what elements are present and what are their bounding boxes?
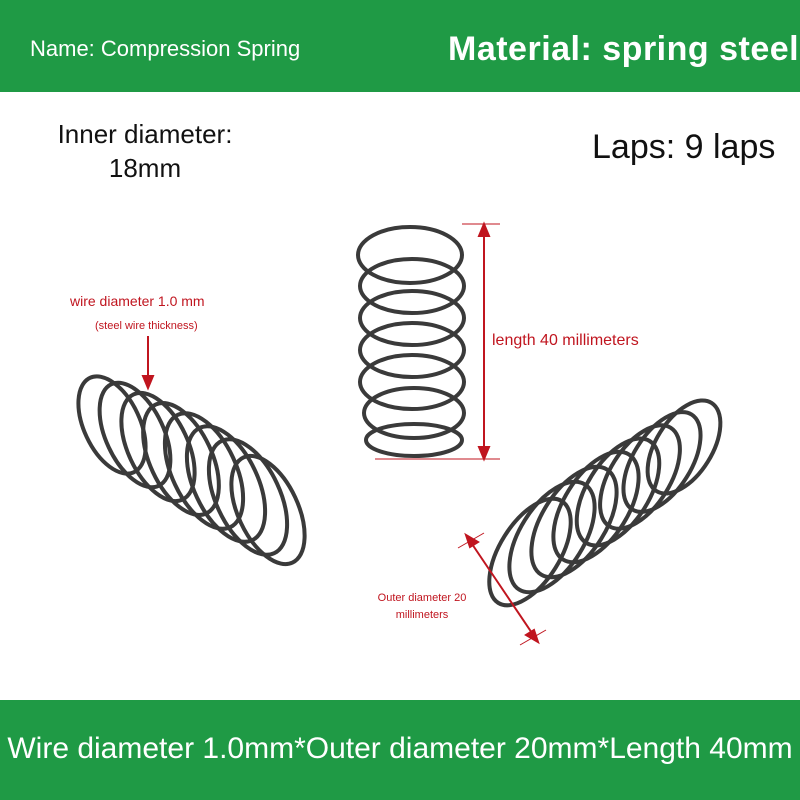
spring-left <box>76 374 307 567</box>
inner-diameter-label: Inner diameter: 18mm <box>57 119 233 183</box>
outer-diameter-arrow <box>457 532 547 646</box>
length-annotation: length 40 millimeters <box>492 332 639 349</box>
wire-diameter-annotation: wire diameter 1.0 mm <box>70 293 205 309</box>
laps-label: Laps: 9 laps <box>592 128 776 166</box>
footer-summary: Wire diameter 1.0mm*Outer diameter 20mm*… <box>7 732 793 765</box>
wire-thickness-note: (steel wire thickness) <box>95 320 198 332</box>
product-name-label: Name: Compression Spring <box>30 36 301 61</box>
wire-diameter-pointer <box>141 336 155 391</box>
spring-vertical <box>356 225 466 458</box>
spring-right <box>487 398 723 608</box>
header-band: Name: Compression Spring Material: sprin… <box>0 0 800 92</box>
footer-band <box>0 700 800 800</box>
material-label: Material: spring steel <box>448 30 800 68</box>
length-dimension-arrow <box>375 221 500 462</box>
outer-diameter-annotation: Outer diameter 20 millimeters <box>377 592 467 621</box>
spring-illustration <box>76 221 723 646</box>
